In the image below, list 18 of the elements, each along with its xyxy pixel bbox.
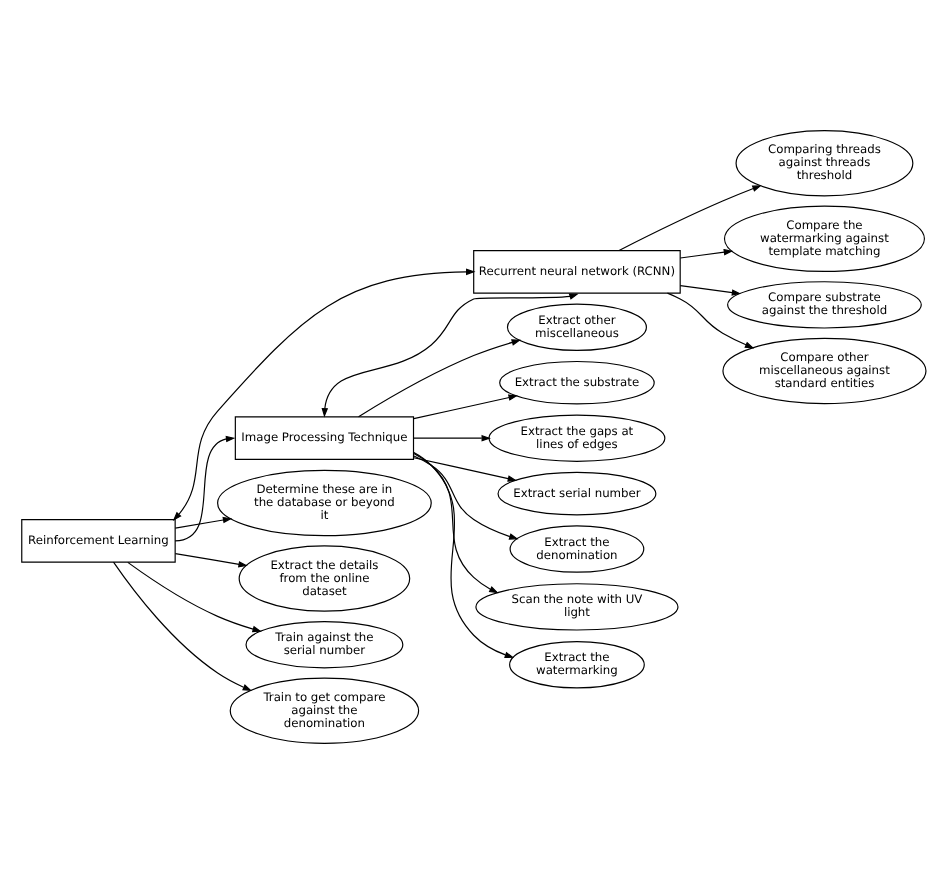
arrow [174, 515, 233, 528]
arrow [413, 451, 515, 657]
arrow [112, 560, 253, 690]
arrow [413, 454, 519, 539]
arrow [174, 434, 236, 541]
arrow [413, 456, 518, 481]
arrow [413, 451, 499, 593]
arrow [679, 247, 734, 258]
arrow [679, 284, 742, 295]
arrow [413, 433, 491, 441]
arrow [174, 552, 248, 567]
arrow [413, 393, 518, 419]
arrow [127, 560, 262, 632]
arrow [618, 184, 762, 251]
arrow [321, 292, 579, 417]
arrow [172, 267, 476, 520]
arrow [666, 291, 755, 348]
arrow [358, 338, 522, 417]
